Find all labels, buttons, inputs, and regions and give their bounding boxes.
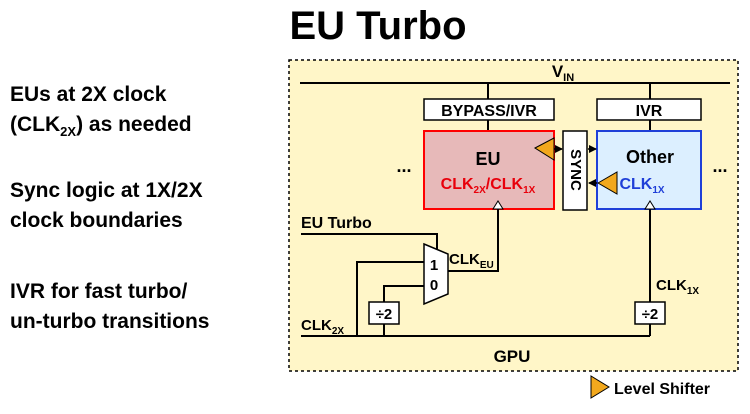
bullet-eus-2x-clock: EUs at 2X clock (CLK2X) as needed	[10, 80, 192, 147]
other-level-shifter-icon	[597, 171, 618, 195]
other-block	[596, 130, 702, 210]
bullet-sync-logic: Sync logic at 1X/2X clock boundaries	[10, 176, 203, 236]
other-clock-input-marker	[644, 200, 656, 210]
mux-input-1-label: 1	[430, 257, 438, 274]
clk-1x-label: CLK1X	[656, 277, 699, 297]
clock-mux	[423, 242, 449, 306]
legend-level-shifter-label: Level Shifter	[614, 381, 710, 398]
legend-level-shifter-icon	[590, 375, 610, 399]
bullet-2-line-2: clock boundaries	[10, 209, 183, 232]
eu-clock-label: CLK2X/CLK1X	[441, 176, 536, 196]
bullet-3-line-1: IVR for fast turbo/	[10, 280, 188, 303]
bullet-1-line-2: (CLK2X) as needed	[10, 113, 192, 140]
other-label: Other	[626, 147, 674, 167]
bullet-1-line-1: EUs at 2X clock	[10, 83, 167, 106]
mux-input-0-label: 0	[430, 277, 438, 294]
clk-eu-line	[448, 209, 499, 272]
eu-clock-input-marker	[492, 200, 504, 210]
vin-label: VIN	[552, 62, 574, 84]
ellipsis-right: ...	[712, 156, 727, 176]
sync-box	[562, 130, 588, 211]
bullet-ivr-fast-turbo: IVR for fast turbo/ un-turbo transitions	[10, 277, 209, 337]
mux-input-0-line	[383, 285, 424, 302]
bullet-3-line-2: un-turbo transitions	[10, 310, 210, 333]
gpu-label: GPU	[494, 347, 531, 366]
eu-turbo-label: EU Turbo	[301, 215, 372, 232]
divider-left-label: ÷2	[376, 306, 393, 323]
clk-2x-label: CLK2X	[301, 317, 344, 337]
bullet-2-line-1: Sync logic at 1X/2X	[10, 179, 203, 202]
bypass-ivr-label: BYPASS/IVR	[441, 103, 537, 120]
mux-input-1-line	[356, 261, 424, 336]
other-clock-label: CLK1X	[619, 176, 664, 196]
divider-right-label: ÷2	[642, 306, 659, 323]
eu-label: EU	[475, 149, 500, 169]
eu-block	[423, 130, 555, 210]
sync-label: SYNC	[567, 149, 584, 191]
ivr-label: IVR	[636, 103, 663, 120]
slide-title: EU Turbo	[289, 4, 467, 48]
eu-turbo-select-line	[301, 233, 438, 250]
clk-eu-label: CLKEU	[449, 251, 494, 271]
ellipsis-left: ...	[396, 156, 411, 176]
